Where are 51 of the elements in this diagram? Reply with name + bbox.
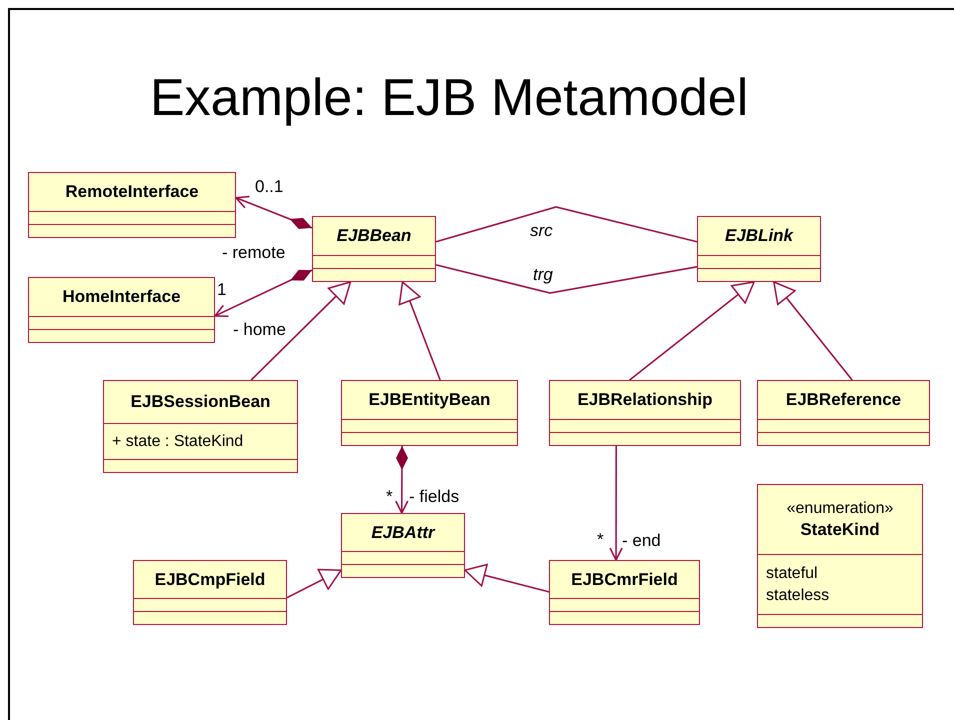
class-box: [549, 560, 700, 625]
multiplicity-label: 0..1: [255, 176, 284, 198]
association-arrow: [235, 196, 312, 230]
edge-label: - home: [233, 319, 286, 340]
class-box: [757, 484, 923, 628]
multiplicity-label: *: [597, 529, 604, 550]
class-name: EJBCmrField: [571, 568, 678, 590]
association-arrow: [286, 568, 342, 598]
association-arrow: [629, 281, 755, 381]
class-name: EJBLink: [724, 225, 794, 247]
class-name: EJBBean: [336, 225, 412, 247]
edge-label: src: [530, 220, 553, 242]
edge-label: - remote: [222, 242, 286, 264]
association-arrow: [395, 446, 409, 514]
multiplicity-label: *: [386, 486, 393, 508]
class-box: [757, 380, 930, 446]
class-name: RemoteInterface: [65, 181, 199, 203]
slide-title: Example: EJB Metamodel: [150, 68, 748, 129]
class-name: EJBReference: [786, 389, 902, 411]
class-box: [133, 560, 287, 625]
edge-label: - fields: [409, 486, 460, 508]
association-arrow: [250, 281, 352, 381]
attribute-text: + state : StateKind: [112, 432, 244, 452]
class-name: EJBEntityBean: [368, 389, 490, 411]
stereotype: «enumeration»: [786, 498, 894, 519]
class-box: [341, 513, 465, 578]
association-line: [436, 264, 698, 294]
association-line: [436, 206, 698, 243]
class-name: EJBCmpField: [154, 568, 266, 590]
association-arrow: [609, 446, 623, 561]
attribute-text: stateless: [766, 586, 830, 606]
class-name: HomeInterface: [62, 286, 181, 308]
class-name: EJBRelationship: [577, 389, 713, 411]
association-arrow: [773, 281, 853, 380]
class-box: [28, 277, 215, 343]
class-box: [312, 216, 436, 282]
association-arrow: [464, 564, 550, 593]
edge-label: - end: [622, 530, 661, 552]
class-box: [697, 216, 821, 282]
class-box: [28, 172, 236, 238]
class-box: [341, 380, 518, 446]
class-box: [103, 380, 298, 473]
class-name: EJBAttr: [371, 522, 435, 544]
multiplicity-label: 1: [217, 279, 226, 300]
attribute-text: stateful: [766, 564, 819, 584]
class-box: [549, 380, 741, 446]
association-arrow: [214, 269, 312, 318]
class-name: StateKind: [800, 518, 880, 540]
edge-label: trg: [533, 264, 553, 286]
class-name: EJBSessionBean: [130, 391, 270, 413]
association-arrow: [398, 281, 441, 380]
